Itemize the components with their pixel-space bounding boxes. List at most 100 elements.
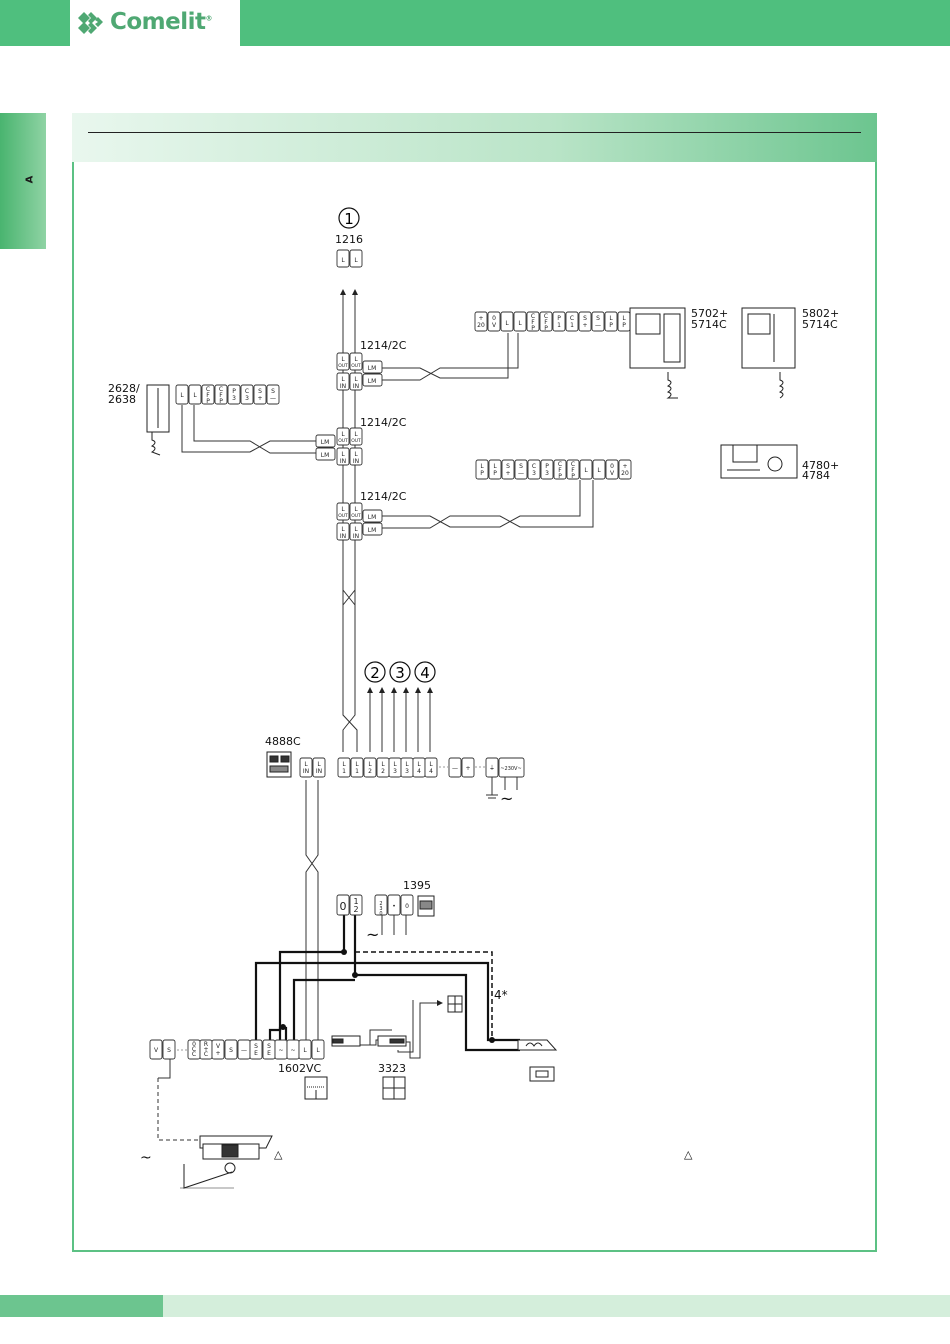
svg-text:3: 3 <box>532 470 536 477</box>
svg-text:4: 4 <box>417 768 421 775</box>
power-supply-4888c-icon <box>266 751 292 778</box>
svg-text:F: F <box>558 467 562 474</box>
svg-text:+: + <box>582 322 587 329</box>
content-panel <box>72 113 877 1252</box>
svg-text:L: L <box>341 431 345 438</box>
svg-text:F: F <box>531 319 535 326</box>
svg-text:L: L <box>622 315 626 322</box>
comelit-logo-icon <box>78 12 103 34</box>
svg-text:V: V <box>154 1047 159 1054</box>
svg-text:L: L <box>354 526 358 533</box>
label-1214-a: 1214/2C <box>360 339 407 352</box>
ref-circle-2-label: 2 <box>370 664 380 682</box>
svg-text:L: L <box>417 761 421 768</box>
svg-text:4: 4 <box>429 768 433 775</box>
svg-text:P: P <box>493 470 497 477</box>
svg-text:P: P <box>545 463 549 470</box>
keypad-icon <box>447 995 463 1013</box>
svg-text:3: 3 <box>379 906 382 912</box>
warning-symbol-2: △ <box>684 1148 693 1161</box>
svg-text:2: 2 <box>368 768 372 775</box>
svg-text:P: P <box>232 388 236 395</box>
mains-symbol-1: ~ <box>500 789 513 808</box>
panel-header <box>72 113 877 162</box>
svg-text:OUT: OUT <box>338 363 348 369</box>
svg-text:L: L <box>480 463 484 470</box>
footer-accent <box>0 1295 163 1317</box>
svg-text:OUT: OUT <box>351 363 361 369</box>
svg-text:L: L <box>429 761 433 768</box>
svg-text:L: L <box>368 761 372 768</box>
svg-text:P: P <box>206 398 210 405</box>
svg-text:2: 2 <box>353 905 358 914</box>
lm-label-6: LM <box>368 527 377 534</box>
svg-text:C: C <box>192 1051 196 1058</box>
svg-text:F: F <box>219 392 223 399</box>
svg-text:OUT: OUT <box>351 438 361 444</box>
svg-text:L: L <box>393 761 397 768</box>
svg-text:P: P <box>531 325 535 332</box>
svg-text:C: C <box>544 313 548 320</box>
svg-text:L: L <box>609 315 613 322</box>
svg-text:+: + <box>478 315 483 322</box>
brand-name-text: Comelit <box>110 9 206 35</box>
svg-text:L: L <box>341 356 345 363</box>
lm-label-5: LM <box>368 514 377 521</box>
svg-text:C: C <box>532 463 536 470</box>
svg-text:20: 20 <box>621 470 629 477</box>
svg-text:S: S <box>596 315 600 322</box>
label-2628-line2: 2638 <box>108 393 136 406</box>
svg-text:OUT: OUT <box>338 513 348 519</box>
power-wires <box>254 915 520 1052</box>
svg-text:—: — <box>241 1047 247 1054</box>
reference-circles <box>338 207 436 683</box>
svg-text:L: L <box>354 257 358 264</box>
svg-text:L: L <box>317 761 321 768</box>
svg-text:IN: IN <box>353 383 359 390</box>
svg-text:L: L <box>304 761 308 768</box>
svg-text:3: 3 <box>393 768 397 775</box>
lm-label-1: LM <box>368 365 377 372</box>
svg-text:P: P <box>544 325 548 332</box>
svg-text:+: + <box>622 463 627 470</box>
svg-text:L: L <box>193 392 197 399</box>
label-1395: 1395 <box>403 879 431 892</box>
label-3323: 3323 <box>378 1062 406 1075</box>
svg-text:C: C <box>206 386 210 393</box>
svg-text:0: 0 <box>492 315 496 322</box>
svg-text:IN: IN <box>340 533 346 540</box>
svg-text:S: S <box>254 1043 258 1050</box>
svg-text:—: — <box>518 470 524 477</box>
svg-text:F: F <box>544 319 548 326</box>
svg-text:~230V~: ~230V~ <box>500 766 521 772</box>
svg-text:L: L <box>354 506 358 513</box>
label-1216: 1216 <box>335 233 363 246</box>
label-5702-line2: 5714C <box>691 318 727 331</box>
svg-text:L: L <box>493 463 497 470</box>
module-1602vc-icon <box>304 1076 328 1100</box>
svg-text:—: — <box>270 395 276 402</box>
svg-text:1: 1 <box>570 322 574 329</box>
mains-symbol-3: ~ <box>140 1150 152 1166</box>
door-lock-icon <box>517 1039 558 1082</box>
lm-terminal-labels: LM LM LM LM LM LM <box>321 365 377 534</box>
svg-text:C: C <box>570 315 574 322</box>
svg-text:0: 0 <box>192 1041 196 1048</box>
svg-text:P: P <box>571 473 575 480</box>
svg-text:—: — <box>452 765 458 772</box>
svg-text:C: C <box>558 461 562 468</box>
label-note-star: 4* <box>494 988 508 1002</box>
svg-text:~: ~ <box>278 1047 283 1054</box>
svg-text:F: F <box>206 392 210 399</box>
svg-text:P: P <box>609 322 613 329</box>
section-tab <box>0 113 46 249</box>
svg-text:0: 0 <box>610 463 614 470</box>
svg-text:⏚: ⏚ <box>489 765 495 772</box>
svg-text:V: V <box>492 322 497 329</box>
svg-text:IN: IN <box>303 768 309 775</box>
svg-text:L: L <box>505 320 509 327</box>
ref-circle-1 <box>338 207 360 229</box>
svg-text:+: + <box>215 1050 220 1057</box>
